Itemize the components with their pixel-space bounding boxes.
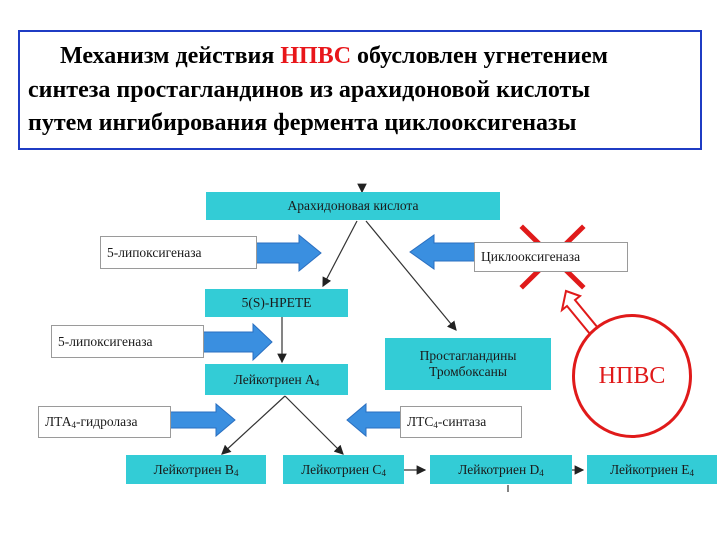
node-prostaglandins: Простагландины Тромбоксаны xyxy=(385,338,551,390)
lta4-subscript: 4 xyxy=(314,377,320,388)
title-highlight-nsaid: НПВС xyxy=(280,43,352,69)
node-5s-hpete: 5(S)-HPETE xyxy=(205,289,348,317)
nsaid-circle: НПВС xyxy=(572,314,692,438)
arrow-to-prostaglandins xyxy=(365,220,457,331)
ltc4-subscript: 4 xyxy=(381,467,386,478)
lta4-hydrolase-label: ЛТА xyxy=(45,414,72,429)
lta4-hydrolase-subscript: 4 xyxy=(71,420,76,430)
ltd4-subscript: 4 xyxy=(539,467,544,478)
node-5-lipoxygenase-1: 5-липоксигеназа xyxy=(100,236,257,269)
ltb4-subscript: 4 xyxy=(233,467,239,478)
nsaid-label: НПВС xyxy=(598,362,666,389)
ltc4-label: Лейкотриен С xyxy=(301,461,382,477)
lte4-label: Лейкотриен Е xyxy=(609,461,690,477)
ltc4-synthase-label: ЛТС xyxy=(407,414,434,429)
ltb4-label: Лейкотриен В xyxy=(153,461,234,477)
node-cyclooxygenase: Циклооксигеназа xyxy=(474,242,628,272)
thromboxanes-label: Тромбоксаны xyxy=(429,364,507,379)
ltd4-label: Лейкотриен D xyxy=(458,461,540,477)
title-box: Механизм действия НПВС обусловлен угнете… xyxy=(18,30,702,150)
node-arachidonic-acid: Арахидоновая кислота xyxy=(206,192,500,220)
title-line-3: путем ингибирования фермента циклооксиге… xyxy=(28,110,577,136)
node-5-lipoxygenase-2: 5-липоксигеназа xyxy=(51,325,204,358)
title-line-2: синтеза простагландинов из арахидоновой … xyxy=(28,77,591,103)
arrow-lipox2-block xyxy=(196,322,273,362)
ltc4-synthase-subscript: 4 xyxy=(433,420,438,430)
arrow-to-ltb4 xyxy=(221,395,286,455)
lte4-subscript: 4 xyxy=(689,467,695,478)
arrow-to-hpete xyxy=(322,220,358,288)
arrow-lipox1-block xyxy=(251,233,322,273)
title-text-2: обусловлен угнетением xyxy=(351,43,608,69)
ltc4-synthase-suffix: -синтаза xyxy=(437,414,487,429)
lta4-hydrolase-suffix: -гидролаза xyxy=(75,414,138,429)
lta4-label: Лейкотриен А xyxy=(233,371,315,387)
arrow-to-ltc4 xyxy=(284,395,344,455)
title-line-1: Механизм действия НПВС обусловлен угнете… xyxy=(60,42,608,71)
title-text-1: Механизм действия xyxy=(60,43,281,69)
arrow-lta4-hydrolase-block xyxy=(162,402,236,438)
prostaglandins-label: Простагландины xyxy=(419,348,517,363)
